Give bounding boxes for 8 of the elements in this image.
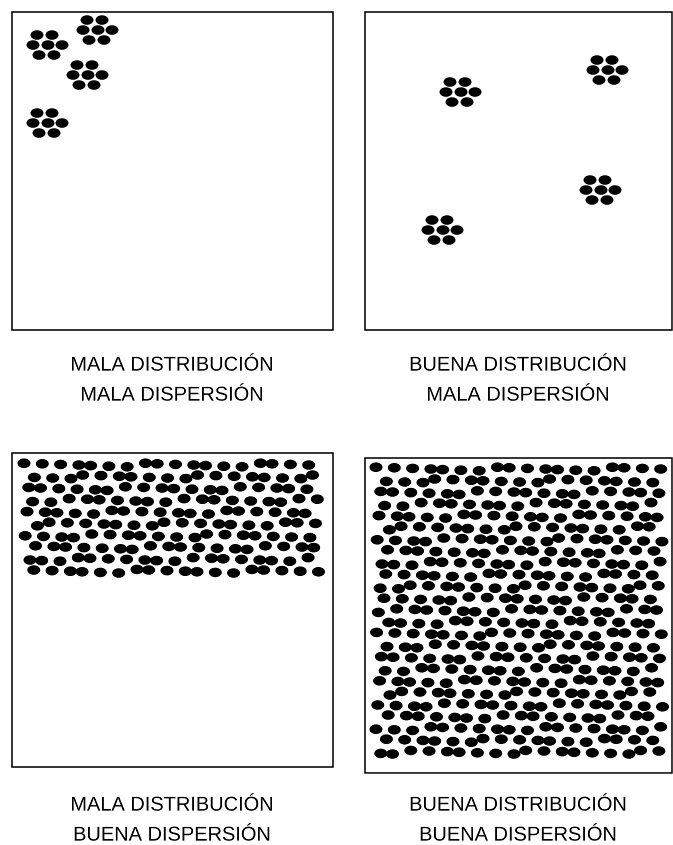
panel-caption: MALA DISPERSIÓN — [82, 383, 262, 401]
panel-caption: BUENA DISPERSIÓN — [420, 823, 616, 841]
panel-caption: MALA DISTRIBUCIÓN — [72, 793, 272, 811]
panel-caption: BUENA DISTRIBUCIÓN — [410, 793, 626, 811]
panel-caption: BUENA DISPERSIÓN — [74, 823, 270, 841]
panel-caption: MALA DISPERSIÓN — [428, 383, 608, 401]
panel-caption: BUENA DISTRIBUCIÓN — [410, 353, 626, 371]
panel-caption: MALA DISTRIBUCIÓN — [72, 353, 272, 371]
